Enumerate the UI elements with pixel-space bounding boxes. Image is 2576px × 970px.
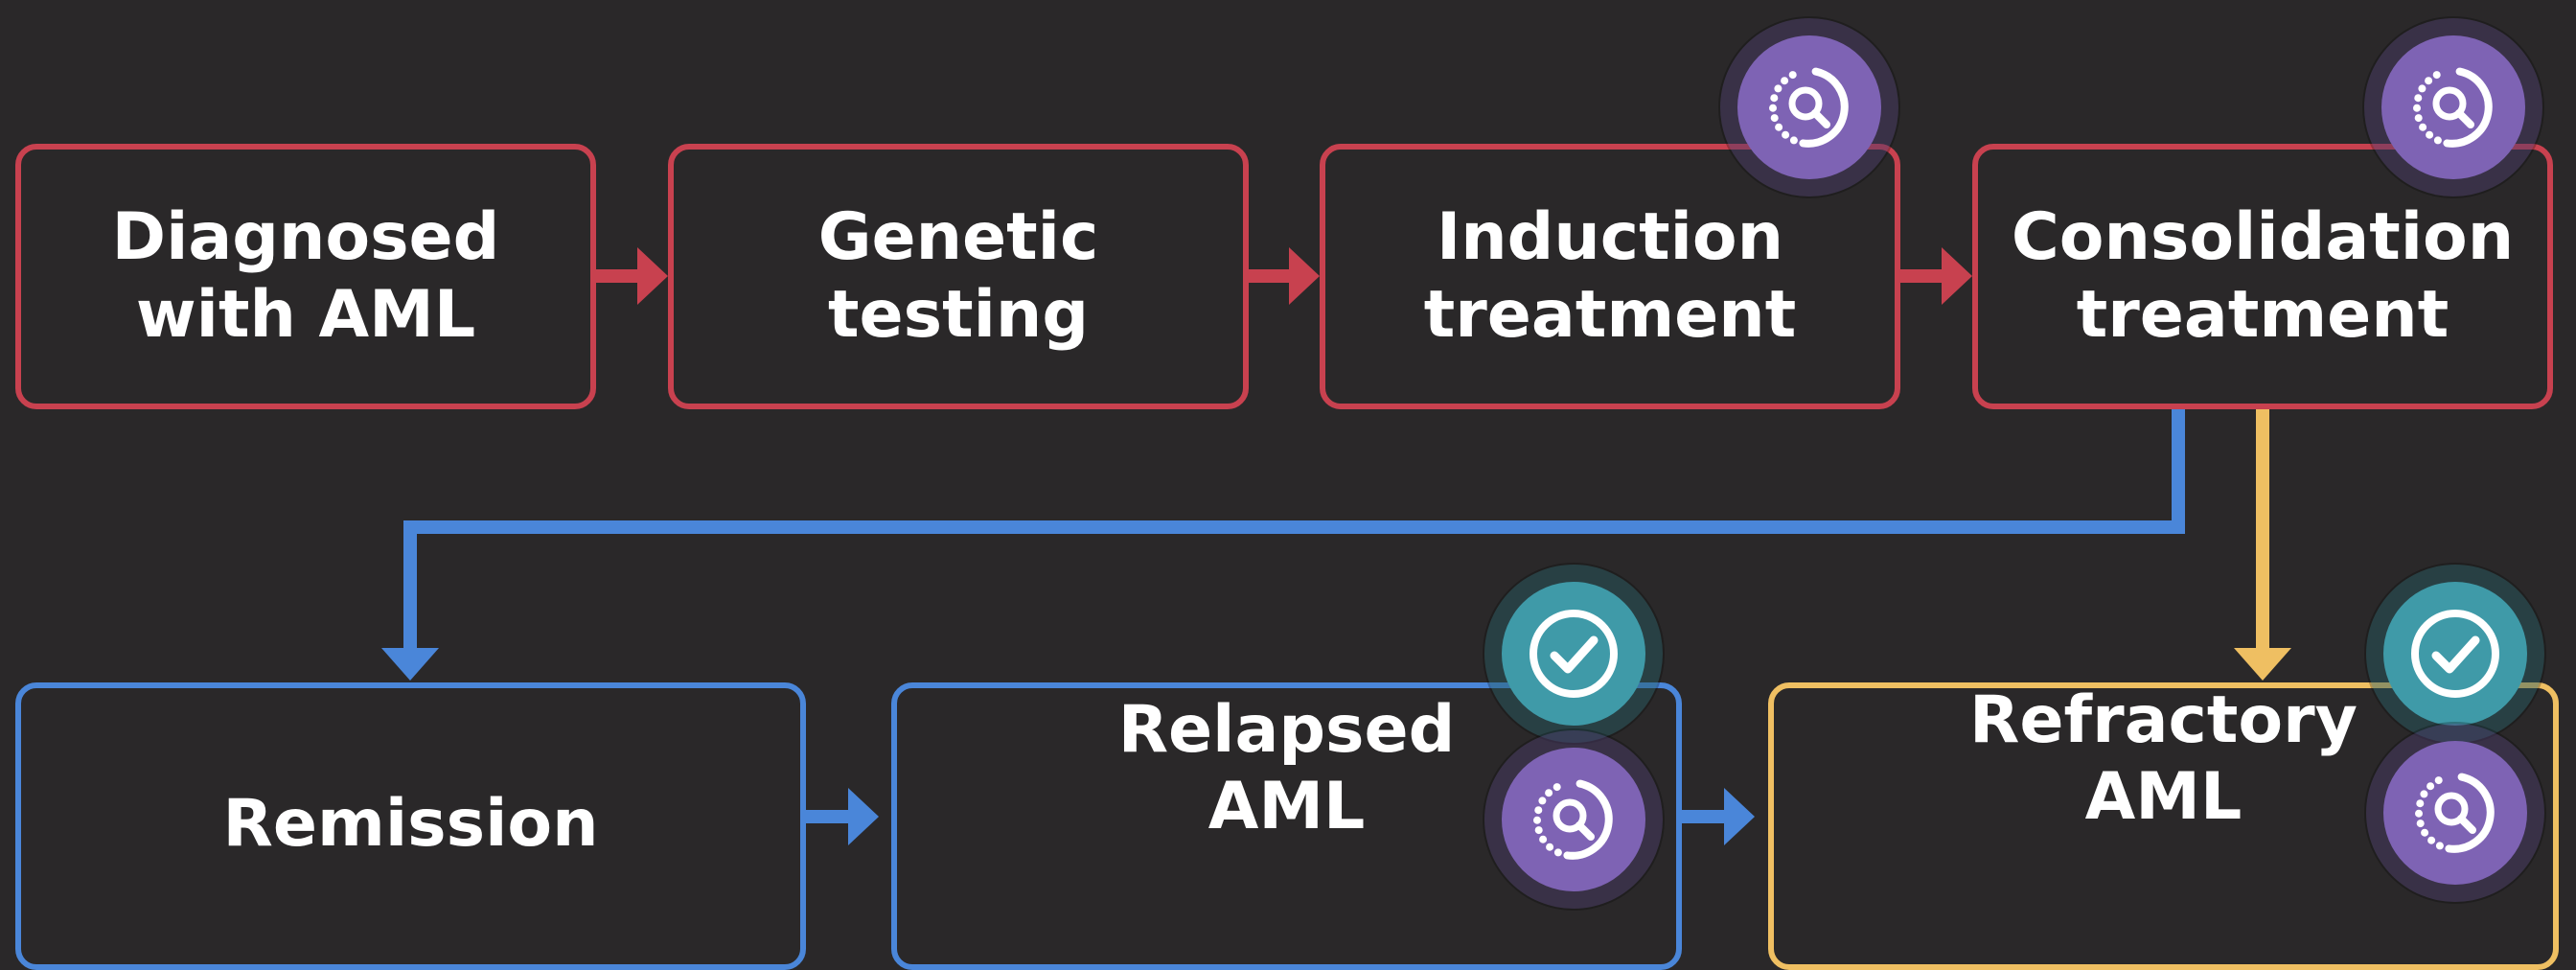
node-label-line: with AML <box>135 276 476 353</box>
node-label-line: Refractory <box>1969 681 2358 758</box>
edge-diagnosed-genetic <box>596 247 668 305</box>
node-remission: Remission <box>15 682 806 970</box>
arrowhead <box>848 788 879 845</box>
search-icon[interactable] <box>2381 35 2525 179</box>
node-label-line: Genetic <box>817 199 1099 276</box>
node-label-line: Induction <box>1436 199 1784 276</box>
edge-line <box>403 409 2185 652</box>
arrowhead <box>1942 247 1972 305</box>
node-label-line: treatment <box>1423 276 1797 353</box>
node-label: Remission <box>222 786 598 863</box>
node-label-line: Diagnosed <box>111 199 500 276</box>
node-label-line: treatment <box>2076 276 2450 353</box>
search-icon[interactable] <box>2383 741 2527 885</box>
edge-consolidation-remission <box>381 409 2185 681</box>
search-icon[interactable] <box>1737 35 1881 179</box>
check-icon[interactable] <box>2383 582 2527 726</box>
edge-remission-relapsed <box>806 788 879 845</box>
arrowhead <box>1724 788 1755 845</box>
edges-layer <box>381 247 2291 845</box>
node-label-line: Remission <box>222 785 599 862</box>
node-label-line: testing <box>828 276 1089 353</box>
node-label-line: AML <box>2084 759 2242 835</box>
edge-consolidation-refractory <box>2234 409 2291 681</box>
node-label-line: Relapsed <box>1117 691 1456 768</box>
edge-genetic-induction <box>1249 247 1320 305</box>
arrowhead <box>1289 247 1320 305</box>
search-icon[interactable] <box>1502 748 1645 891</box>
arrowhead <box>2234 648 2291 681</box>
arrowhead <box>381 648 439 681</box>
arrowhead <box>637 247 668 305</box>
check-icon[interactable] <box>1502 582 1645 726</box>
flow-diagram <box>381 247 2291 845</box>
node-label-line: Consolidation <box>2011 199 2515 276</box>
node-label-line: AML <box>1208 769 1366 844</box>
edge-induction-consolidation <box>1900 247 1972 305</box>
edge-relapsed-refractory <box>1682 788 1755 845</box>
